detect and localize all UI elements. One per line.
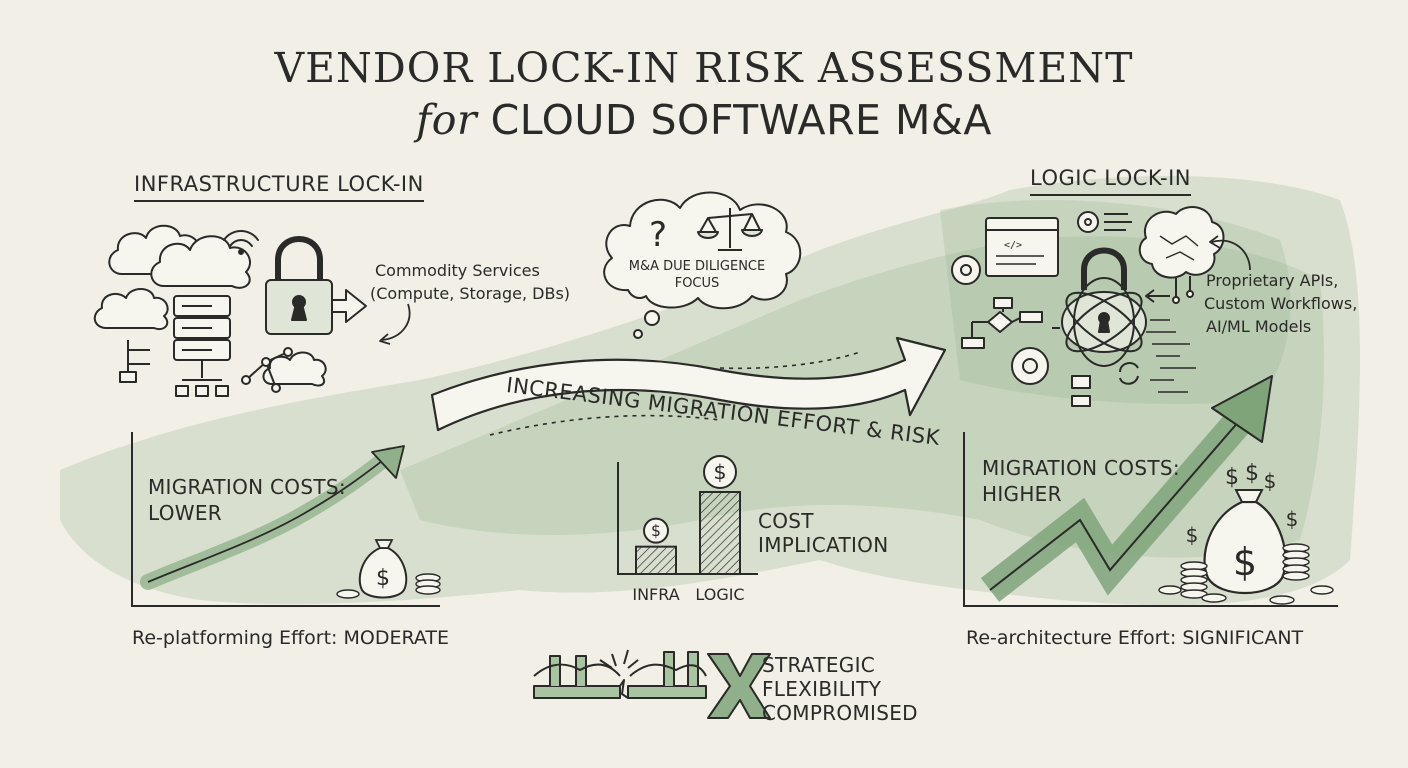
hierarchy-icon	[119, 340, 150, 383]
dollar-sign-icon: $	[376, 566, 390, 591]
infra-services-line2: (Compute, Storage, DBs)	[370, 284, 571, 303]
infra-cost-chart: $	[131, 432, 441, 607]
page-title: VENDOR LOCK-IN RISK ASSESSMENT	[274, 44, 1134, 92]
infra-migration-costs-value: LOWER	[148, 501, 222, 525]
dollar-sign-icon: $	[1286, 507, 1299, 531]
svg-text:</>: </>	[1004, 240, 1022, 251]
gear-icon	[1077, 211, 1099, 233]
flexibility-line3: COMPROMISED	[762, 701, 918, 725]
infra-migration-costs-label: MIGRATION COSTS:	[148, 475, 346, 499]
logic-items-line3: AI/ML Models	[1206, 317, 1312, 336]
padlock-icon	[265, 236, 333, 335]
dollar-sign-icon: $	[1245, 461, 1259, 486]
dollar-sign-icon: $	[1186, 523, 1199, 547]
thought-bubble: ?	[603, 191, 802, 339]
scales-icon	[697, 208, 763, 251]
cost-implication-line2: IMPLICATION	[758, 533, 889, 557]
server-rack-icon	[173, 295, 231, 397]
logic-items-line1: Proprietary APIs,	[1206, 271, 1339, 290]
dollar-sign-icon: $	[1233, 540, 1257, 584]
question-mark-icon: ?	[649, 215, 667, 255]
list-icon	[1104, 213, 1132, 231]
broken-bridge-icon	[533, 649, 707, 699]
flexibility-line2: FLEXIBILITY	[762, 677, 882, 701]
flowchart-icon	[961, 297, 1091, 407]
logic-items-line2: Custom Workflows,	[1204, 294, 1358, 313]
code-window-icon: </>	[985, 217, 1059, 277]
cost-bar-label: LOGIC	[695, 585, 744, 604]
due-diligence-line2: FOCUS	[674, 276, 720, 291]
flexibility-line1: STRATEGIC	[762, 653, 876, 677]
cloud-icon	[150, 235, 251, 289]
infra-services-line1: Commodity Services	[375, 261, 540, 280]
migration-arrow	[430, 336, 947, 436]
knotted-padlock-icon	[1061, 247, 1147, 367]
code-lines-icon	[1146, 319, 1196, 393]
cost-bar-label: INFRA	[632, 585, 679, 604]
refresh-icon	[1119, 362, 1139, 385]
x-mark-icon	[707, 653, 771, 719]
arrow-right-icon	[331, 289, 367, 323]
infrastructure-heading: INFRASTRUCTURE LOCK-IN	[134, 172, 424, 202]
cost-bar-logic	[699, 491, 741, 575]
dollar-sign-icon: $	[1264, 469, 1277, 493]
page-subtitle: for CLOUD SOFTWARE M&A	[0, 96, 1408, 144]
dollar-sign-icon: $	[651, 522, 661, 540]
logic-cost-chart: $ $ $ $ $ $	[963, 375, 1338, 607]
cost-implication-chart: $ INFRA $ LOGIC	[617, 455, 758, 604]
gear-icon	[951, 255, 981, 285]
network-icon	[241, 347, 293, 393]
logic-migration-costs-label: MIGRATION COSTS:	[982, 456, 1180, 480]
logic-heading: LOGIC LOCK-IN	[1030, 166, 1191, 196]
infra-effort-text: Re-platforming Effort: MODERATE	[132, 627, 450, 649]
subtitle-prefix: for	[416, 96, 478, 144]
logic-migration-costs-value: HIGHER	[982, 482, 1062, 506]
cost-bar-infra	[635, 545, 677, 576]
subtitle-text: CLOUD SOFTWARE M&A	[490, 96, 992, 144]
coin-icon	[643, 517, 669, 544]
due-diligence-line1: M&A DUE DILIGENCE	[628, 259, 766, 274]
cloud-icon	[93, 288, 169, 330]
coin-icon	[703, 455, 737, 489]
dollar-sign-icon: $	[713, 460, 726, 484]
dollar-sign-icon: $	[1225, 465, 1239, 490]
infrastructure-illustration	[93, 224, 411, 397]
logic-effort-text: Re-architecture Effort: SIGNIFICANT	[966, 627, 1304, 649]
cost-implication-line1: COST	[758, 509, 814, 533]
brain-ai-icon	[1138, 206, 1225, 304]
logic-illustration: </>	[951, 206, 1251, 407]
wifi-icon	[223, 230, 259, 255]
gear-icon	[1011, 347, 1049, 385]
